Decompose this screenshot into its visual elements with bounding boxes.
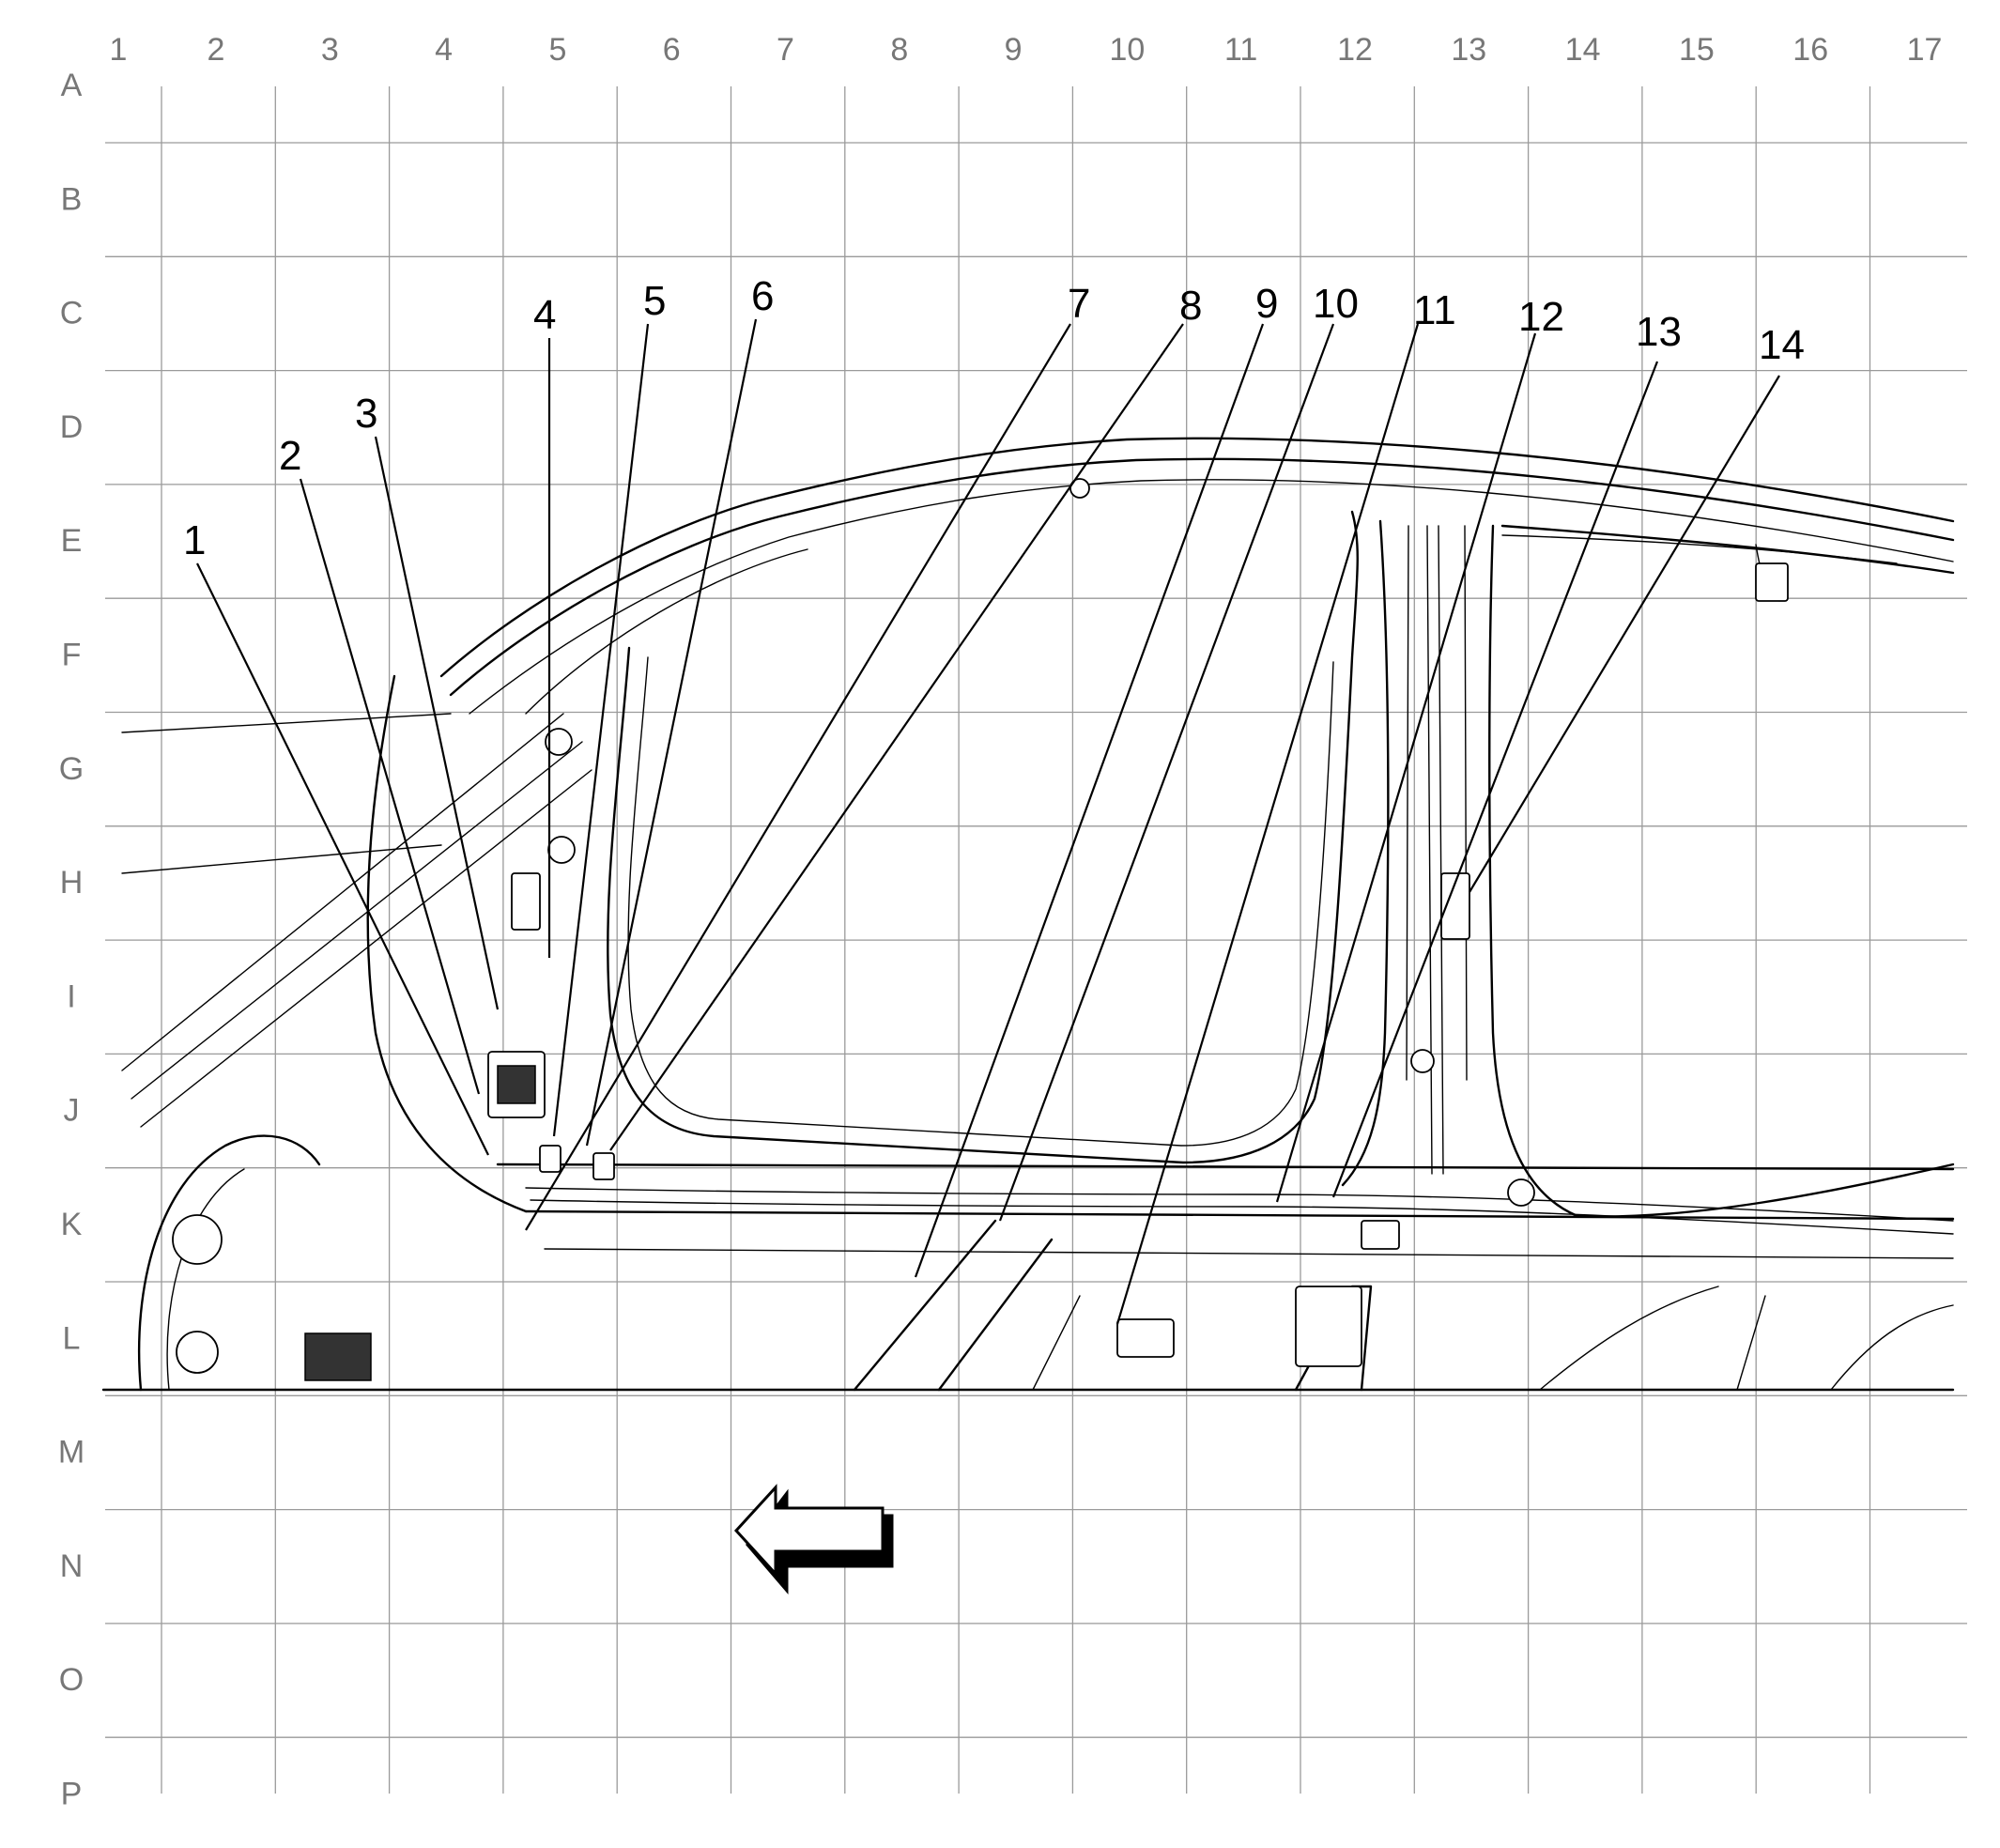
callout-leaders xyxy=(196,318,1780,1325)
row-label: J xyxy=(64,1093,80,1129)
callout-11: 11 xyxy=(1413,287,1456,333)
callout-1: 1 xyxy=(183,517,206,563)
callout-4: 4 xyxy=(533,292,556,338)
grid-lines xyxy=(105,86,1967,1794)
column-label: 16 xyxy=(1792,32,1828,68)
column-label: 10 xyxy=(1109,32,1145,68)
column-label: 15 xyxy=(1679,32,1715,68)
callout-3: 3 xyxy=(355,391,377,437)
callout-8: 8 xyxy=(1179,283,1202,329)
column-label: 4 xyxy=(435,32,453,68)
column-label: 3 xyxy=(321,32,339,68)
row-label: G xyxy=(59,751,84,787)
callout-10: 10 xyxy=(1313,281,1359,327)
callout-13: 13 xyxy=(1636,309,1682,355)
row-label: P xyxy=(61,1777,83,1812)
row-labels: A B C D E F G H I J K L M N O P xyxy=(58,68,85,1812)
row-label: E xyxy=(61,523,83,559)
column-label: 12 xyxy=(1337,32,1373,68)
callout-9: 9 xyxy=(1255,281,1278,327)
column-label: 17 xyxy=(1907,32,1943,68)
callout-2: 2 xyxy=(279,433,301,479)
row-label: H xyxy=(60,865,84,901)
vehicle-body-drawing xyxy=(101,437,1955,1392)
column-label: 7 xyxy=(777,32,794,68)
row-label: I xyxy=(67,978,75,1014)
callout-5: 5 xyxy=(643,278,666,324)
column-label: 9 xyxy=(1005,32,1023,68)
row-label: O xyxy=(59,1662,84,1698)
column-label: 1 xyxy=(110,32,128,68)
column-label: 14 xyxy=(1565,32,1601,68)
row-label: C xyxy=(60,296,84,331)
row-label: L xyxy=(63,1320,81,1356)
column-label: 5 xyxy=(548,32,566,68)
left-arrow-icon xyxy=(733,1484,894,1595)
callout-12: 12 xyxy=(1518,294,1564,340)
row-label: F xyxy=(62,638,82,673)
callout-6: 6 xyxy=(751,273,774,319)
row-label: N xyxy=(60,1548,84,1584)
row-label: M xyxy=(58,1435,85,1471)
callout-numbers: 1 2 3 4 5 6 7 8 9 10 11 12 13 14 xyxy=(183,273,1805,563)
column-label: 6 xyxy=(663,32,681,68)
column-label: 13 xyxy=(1451,32,1486,68)
row-label: B xyxy=(61,181,83,217)
row-label: A xyxy=(61,68,83,103)
row-label: K xyxy=(61,1207,83,1242)
callout-7: 7 xyxy=(1068,281,1090,327)
column-label: 8 xyxy=(890,32,908,68)
column-label: 2 xyxy=(208,32,225,68)
column-label: 11 xyxy=(1224,32,1257,68)
callout-14: 14 xyxy=(1759,322,1805,368)
row-label: D xyxy=(60,409,84,445)
